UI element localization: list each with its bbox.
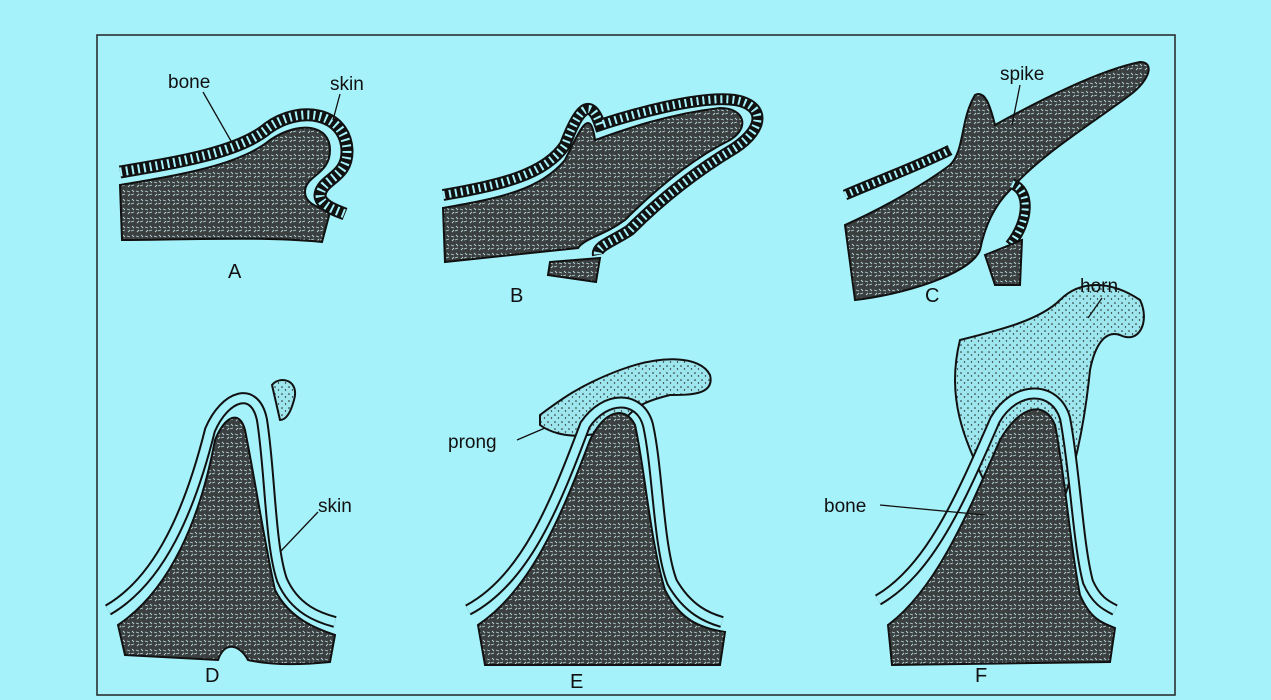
panel-a: bone skin A <box>120 72 364 283</box>
label-prong-e: prong <box>448 432 497 453</box>
panel-d-tip <box>272 380 295 420</box>
label-spike-c: spike <box>1000 64 1044 85</box>
label-bone-a: bone <box>168 72 210 93</box>
bone-pointer-a <box>203 92 235 148</box>
panel-d-bone <box>118 418 335 664</box>
panel-e-bone <box>478 413 725 665</box>
panel-d: skin D <box>108 380 352 687</box>
label-bone-f: bone <box>824 496 866 517</box>
skin-pointer-a <box>333 94 340 120</box>
skin-pointer-d <box>280 512 318 552</box>
panel-letter-d: D <box>205 665 219 687</box>
panel-letter-a: A <box>228 261 242 283</box>
panel-e: prong E <box>448 359 725 693</box>
panel-b: B <box>443 99 758 307</box>
label-skin-d: skin <box>318 496 352 517</box>
label-skin-a: skin <box>330 74 364 95</box>
panel-letter-b: B <box>510 285 523 307</box>
panel-letter-f: F <box>975 665 987 687</box>
prong-pointer-e <box>517 428 545 440</box>
panel-c-bone-fragment <box>985 240 1022 285</box>
label-horn-f: horn <box>1080 276 1118 297</box>
panel-letter-e: E <box>570 671 583 693</box>
panel-letter-c: C <box>925 285 939 307</box>
panel-b-bone-fragment <box>548 258 600 282</box>
panel-c: spike C <box>845 62 1149 307</box>
panel-f: horn bone F <box>824 276 1144 687</box>
